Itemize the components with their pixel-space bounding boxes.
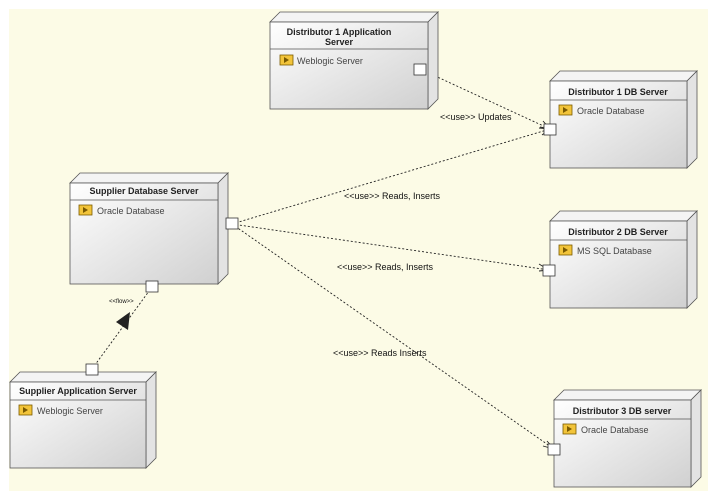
node-supplier-database-server[interactable]: Supplier Database Server Oracle Database	[69, 172, 229, 285]
label-reads-inserts-2: <<use>> Reads, Inserts	[337, 262, 434, 272]
node-item: Oracle Database	[97, 206, 165, 216]
label-reads-inserts-1: <<use>> Reads, Inserts	[344, 191, 441, 201]
connector-reads-inserts-dist1[interactable]	[231, 126, 552, 225]
node-item: Weblogic Server	[297, 56, 363, 66]
node-title: Supplier Application Server	[19, 386, 137, 396]
artifact-icon	[558, 104, 573, 116]
port-supplier-app[interactable]	[85, 363, 99, 376]
artifact-icon	[18, 404, 33, 416]
label-updates: <<use>> Updates	[440, 112, 512, 122]
node-title: Distributor 3 DB server	[573, 406, 672, 416]
artifact-icon	[558, 244, 573, 256]
port-dist1-db[interactable]	[543, 123, 557, 136]
port-supplier-db-bottom[interactable]	[145, 280, 159, 293]
node-supplier-application-server[interactable]: Supplier Application Server Weblogic Ser…	[9, 371, 157, 469]
node-item: Weblogic Server	[37, 406, 103, 416]
port-supplier-db-right[interactable]	[225, 217, 239, 230]
label-flow: <<flow>>	[109, 299, 134, 305]
port-dist2-db[interactable]	[542, 264, 556, 277]
connector-reads-inserts-dist3[interactable]	[231, 223, 556, 450]
node-item: Oracle Database	[581, 425, 649, 435]
node-title: Distributor 1 Application	[287, 27, 392, 37]
artifact-icon	[562, 423, 577, 435]
node-distributor-1-app-server[interactable]: Distributor 1 Application Server Weblogi…	[269, 11, 439, 110]
node-distributor-2-db-server[interactable]: Distributor 2 DB Server MS SQL Database	[549, 210, 698, 309]
label-reads-inserts-3: <<use>> Reads Inserts	[333, 348, 427, 358]
node-title: Distributor 2 DB Server	[568, 227, 668, 237]
node-distributor-1-db-server[interactable]: Distributor 1 DB Server Oracle Database	[549, 70, 698, 169]
port-dist3-db[interactable]	[547, 443, 561, 456]
node-item: MS SQL Database	[577, 246, 652, 256]
connector-flow[interactable]	[91, 286, 153, 370]
node-title: Distributor 1 DB Server	[568, 87, 668, 97]
port-dist1-app[interactable]	[413, 63, 427, 76]
artifact-icon	[279, 54, 294, 66]
node-distributor-3-db-server[interactable]: Distributor 3 DB server Oracle Database	[553, 389, 702, 488]
node-item: Oracle Database	[577, 106, 645, 116]
node-title: Supplier Database Server	[89, 186, 199, 196]
flow-arrowhead	[116, 312, 130, 330]
artifact-icon	[78, 204, 93, 216]
node-title-line2: Server	[325, 37, 354, 47]
